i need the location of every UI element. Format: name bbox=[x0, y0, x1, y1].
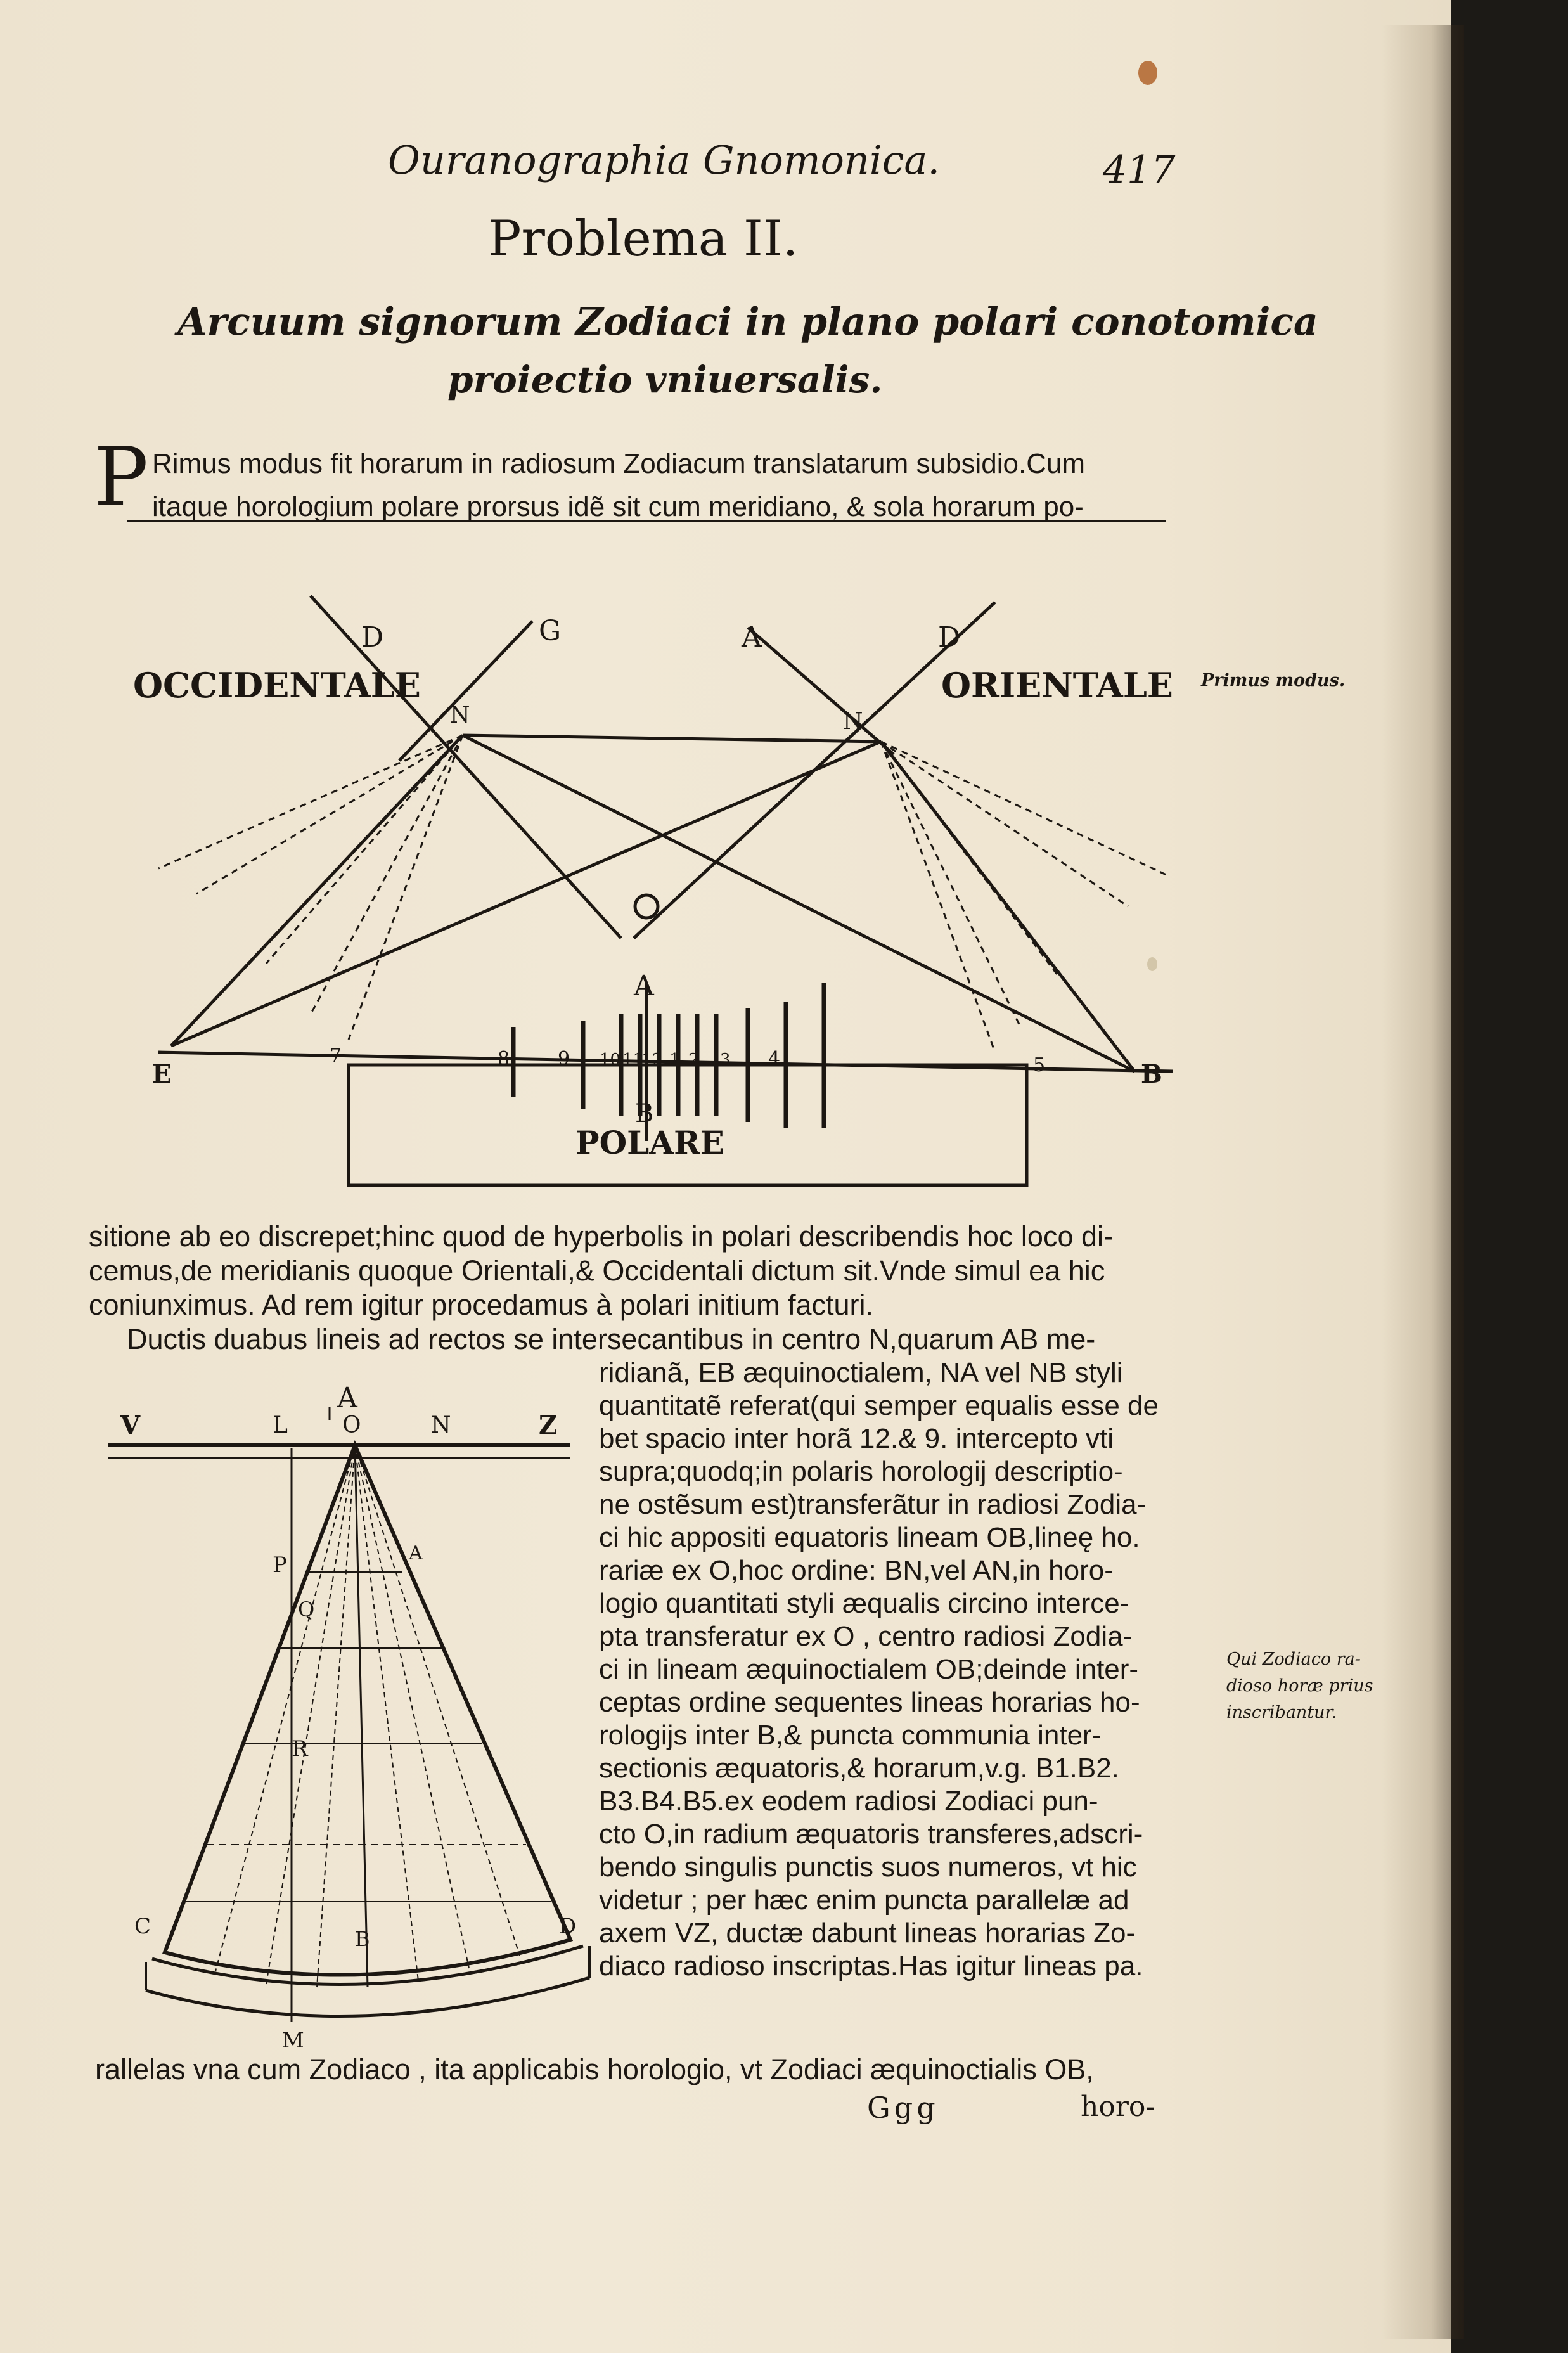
fig1-hour-8: 8 bbox=[498, 1048, 510, 1070]
fig2-letter-a-top: A bbox=[337, 1382, 358, 1414]
fig1-letter-b-mid: B bbox=[635, 1099, 653, 1128]
fig1-letter-e: E bbox=[152, 1059, 172, 1089]
fig2-letter-q: Q bbox=[298, 1597, 314, 1621]
margin-note-2-line-3: inscribantur. bbox=[1226, 1703, 1337, 1722]
body-para2-line-1: Ductis duabus lineis ad rectos se inters… bbox=[127, 1323, 1096, 1355]
fig1-hour-3: 3 bbox=[720, 1050, 731, 1069]
body-para2-line: axem VZ, ductæ dabunt lineas horarias Zo… bbox=[599, 1918, 1136, 1949]
fig2-letter-m: M bbox=[282, 2028, 304, 2053]
book-page bbox=[0, 0, 1451, 2353]
body-para2-line: ci hic appositi equatoris lineam OB,line… bbox=[599, 1522, 1140, 1553]
fig2-letter-c: C bbox=[134, 1914, 151, 1939]
body-para2-line: ci in lineam æquinoctialem OB;deinde int… bbox=[599, 1654, 1139, 1685]
fig1-letter-g: G bbox=[539, 615, 561, 647]
fig1-hour-10: 10 bbox=[600, 1050, 620, 1069]
fig1-hour-4: 4 bbox=[768, 1048, 780, 1070]
page-edge-shadow bbox=[1382, 25, 1464, 2339]
fig2-letter-o: O bbox=[342, 1412, 361, 1438]
body-para2-line: bendo singulis punctis suos numeros, vt … bbox=[599, 1852, 1137, 1883]
fig1-letter-n-right: N bbox=[843, 709, 863, 735]
page-number: 417 bbox=[1103, 148, 1176, 192]
fig1-label-occidentale: OCCIDENTALE bbox=[133, 665, 421, 706]
body-para2-line: ne ostẽsum est)transferãtur in radiosi Z… bbox=[599, 1489, 1147, 1520]
ink-stain bbox=[1138, 61, 1157, 85]
running-head-title: Ouranographia Gnomonica. bbox=[388, 137, 941, 183]
body-para1-line-3: coniunximus. Ad rem igitur procedamus à … bbox=[89, 1289, 874, 1321]
problem-subtitle-line2: proiectio vniuersalis. bbox=[447, 358, 883, 401]
fig1-label-polare: POLARE bbox=[575, 1124, 724, 1161]
body-para1-line-2: cemus,de meridianis quoque Orientali,& O… bbox=[89, 1254, 1105, 1287]
problem-subtitle-line1: Arcuum signorum Zodiaci in plano polari … bbox=[177, 300, 1318, 344]
fig1-hour-7: 7 bbox=[330, 1045, 342, 1067]
body-para2-line: ridianã, EB æquinoctialem, NA vel NB sty… bbox=[599, 1357, 1123, 1388]
fig2-letter-r: R bbox=[292, 1736, 309, 1762]
body-para2-line: diaco radioso inscriptas.Has igitur line… bbox=[599, 1950, 1143, 1982]
fig1-letter-b-right: B bbox=[1141, 1059, 1162, 1089]
fig1-hour-1: 1 bbox=[669, 1050, 680, 1069]
body-para2-line: pta transferatur ex O , centro radiosi Z… bbox=[599, 1621, 1133, 1652]
fig2-letter-z: Z bbox=[539, 1410, 557, 1440]
catchword: horo- bbox=[1081, 2091, 1155, 2123]
fig1-hour-11: 11 bbox=[622, 1050, 643, 1069]
margin-note-2-line-1: Qui Zodiaco ra- bbox=[1226, 1649, 1361, 1669]
intro-line-1: Rimus modus fit horarum in radiosum Zodi… bbox=[152, 448, 1086, 479]
fig2-letter-b: B bbox=[355, 1927, 370, 1951]
fig1-hour-5: 5 bbox=[1033, 1054, 1045, 1076]
fig2-letter-p: P bbox=[273, 1552, 287, 1578]
fig1-label-orientale: ORIENTALE bbox=[941, 665, 1173, 706]
body-para2-line: rologijs inter B,& puncta communia inter… bbox=[599, 1720, 1102, 1751]
fig2-letter-v: V bbox=[120, 1410, 141, 1440]
fig1-letter-a-mid: A bbox=[633, 970, 655, 1002]
figure-polar-projection: OCCIDENTALE ORIENTALE POLARE D G A D N N… bbox=[133, 595, 1173, 1187]
body-para2-line: bet spacio inter horã 12.& 9. intercepto… bbox=[599, 1423, 1114, 1454]
fig1-hour-2: 2 bbox=[688, 1050, 699, 1069]
intro-line-2: itaque horologium polare prorsus idẽ sit… bbox=[152, 491, 1084, 522]
figure-radiant-zodiac: A V L O N Z P A Q R B C D M bbox=[108, 1382, 591, 2053]
signature-mark: Ggg bbox=[867, 2091, 939, 2125]
fig1-hour-12: 12 bbox=[641, 1050, 662, 1069]
paper-spot bbox=[1147, 957, 1157, 971]
body-para2-line: sectionis æquatoris,& horarum,v.g. B1.B2… bbox=[599, 1753, 1119, 1784]
fig2-letter-d: D bbox=[559, 1914, 576, 1939]
body-para2-line: cto O,in radium æquatoris transferes,ads… bbox=[599, 1819, 1143, 1850]
margin-note-2-line-2: dioso horæ prius bbox=[1226, 1676, 1373, 1696]
body-last-line: rallelas vna cum Zodiaco , ita applicabi… bbox=[95, 2053, 1094, 2085]
drop-cap: P bbox=[94, 430, 149, 525]
body-para2-line: logio quantitati styli æqualis circino i… bbox=[599, 1588, 1129, 1619]
body-para2-line: rariæ ex O,hoc ordine: BN,vel AN,in horo… bbox=[599, 1555, 1114, 1586]
body-para2-line: videtur ; per hæc enim puncta parallelæ … bbox=[599, 1885, 1129, 1916]
margin-note-primus-modus: Primus modus. bbox=[1201, 671, 1346, 690]
body-para1-line-1: sitione ab eo discrepet;hinc quod de hyp… bbox=[89, 1220, 1113, 1253]
fig1-letter-d-left: D bbox=[361, 621, 383, 654]
body-para2-column: ridianã, EB æquinoctialem, NA vel NB sty… bbox=[599, 1359, 1169, 1985]
fig1-letter-n-left: N bbox=[450, 702, 470, 728]
body-para2-line: ceptas ordine sequentes lineas horarias … bbox=[599, 1687, 1140, 1718]
fig2-letter-a-side: A bbox=[408, 1542, 423, 1564]
body-para2-line: supra;quodq;in polaris horologij descrip… bbox=[599, 1456, 1123, 1487]
fig1-hour-9: 9 bbox=[558, 1048, 570, 1070]
fig1-letter-d-right: D bbox=[938, 621, 960, 654]
fig2-letter-n: N bbox=[431, 1412, 451, 1438]
fig1-letter-a-top: A bbox=[741, 621, 762, 654]
problem-title: Problema II. bbox=[488, 210, 799, 268]
intro-underline bbox=[127, 520, 1166, 522]
fig2-letter-l: L bbox=[273, 1412, 288, 1438]
body-para2-line: quantitatẽ referat(qui semper equalis es… bbox=[599, 1390, 1159, 1421]
body-para2-line: B3.B4.B5.ex eodem radiosi Zodiaci pun- bbox=[599, 1786, 1098, 1817]
